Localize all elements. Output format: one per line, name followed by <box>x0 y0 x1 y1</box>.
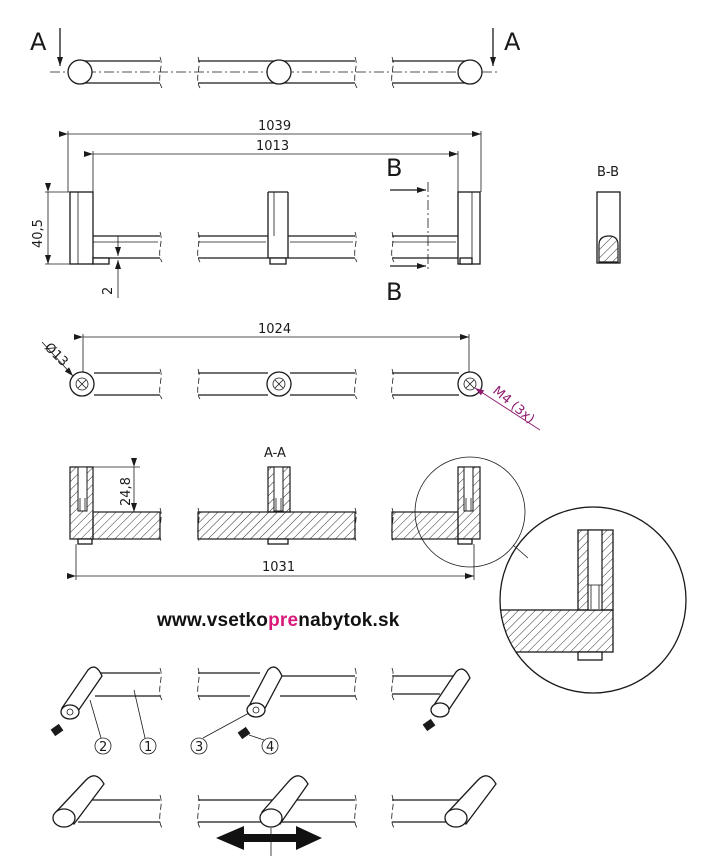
end-cap-right <box>457 59 483 85</box>
section-b-top-label: B <box>386 154 402 182</box>
part-balloon-1: 1 <box>139 737 157 755</box>
dimension-hole-spacing: 1024 <box>258 322 291 337</box>
part-balloon-4: 4 <box>261 737 279 755</box>
section-a-left-label: A <box>30 28 47 56</box>
section-a-a: A-A 24,8 1031 <box>67 446 529 580</box>
section-a-a-title: A-A <box>264 446 286 461</box>
website-url-highlight: pre <box>268 610 299 631</box>
svg-text:4: 4 <box>266 740 274 755</box>
dimension-bar-offset: 2 <box>101 287 116 295</box>
assembly-view-assembled <box>52 775 497 856</box>
svg-text:2: 2 <box>99 740 107 755</box>
dimension-section-length: 1031 <box>262 560 295 575</box>
middle-support <box>266 59 292 85</box>
dimension-overall-length: 1039 <box>258 119 291 134</box>
end-cap-left <box>67 59 93 85</box>
part-balloon-3: 3 <box>190 737 208 755</box>
screw-hole-left <box>69 371 95 397</box>
svg-text:3: 3 <box>195 740 203 755</box>
dimension-leg-height: 24,8 <box>119 477 134 506</box>
detail-view <box>499 506 687 694</box>
thread-callout: M4 (3x) <box>489 384 537 427</box>
section-b-b: B-B <box>596 165 621 264</box>
website-url: www.vsetkoprenabytok.sk <box>157 610 400 631</box>
detail-marker-circle <box>414 456 526 568</box>
dimension-inner-length: 1013 <box>256 139 289 154</box>
section-b-bottom-label: B <box>386 278 402 306</box>
part-balloon-2: 2 <box>94 737 112 755</box>
slide-direction-arrow <box>216 826 322 856</box>
dimension-diameter: Ø13 <box>41 340 71 370</box>
assembly-view-exploded: 2 1 3 4 <box>50 666 471 755</box>
top-view: A A <box>30 28 521 89</box>
screw-hole-middle <box>266 371 292 397</box>
screw-hole-right <box>457 371 483 397</box>
bottom-view: 1024 Ø13 M4 (3x) <box>41 322 541 431</box>
dimension-height: 40,5 <box>31 219 46 248</box>
front-view: 1039 1013 40,5 2 <box>31 119 482 306</box>
section-a-right-label: A <box>504 28 521 56</box>
section-b-b-title: B-B <box>597 165 619 180</box>
svg-text:1: 1 <box>144 740 152 755</box>
